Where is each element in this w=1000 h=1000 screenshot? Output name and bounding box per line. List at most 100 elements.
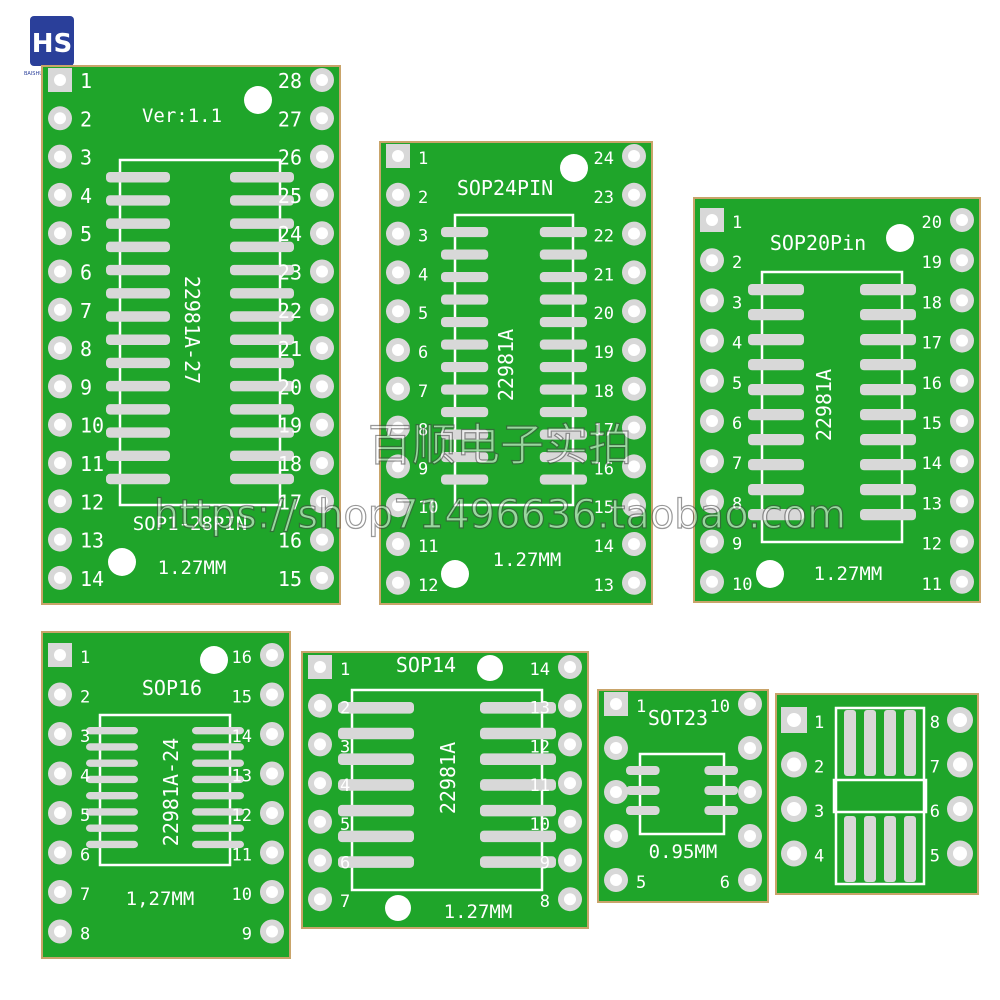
drill-hole — [266, 807, 278, 819]
drill-hole — [956, 294, 968, 307]
board-title: SOP1-28PIN — [133, 513, 247, 535]
drill-hole — [54, 150, 66, 163]
drill-hole — [564, 661, 576, 673]
board-title: SOT23 — [648, 706, 708, 730]
drill-hole — [54, 728, 66, 740]
drill-hole — [54, 925, 66, 938]
smd-pad — [338, 779, 414, 791]
drill-hole — [54, 265, 66, 278]
pin-label-14: 14 — [80, 567, 104, 591]
pin-label-7: 7 — [930, 758, 940, 778]
pin-label-10: 10 — [732, 575, 752, 595]
drill-hole — [628, 227, 640, 240]
pin-label-9: 9 — [418, 459, 428, 479]
smd-pad — [230, 195, 294, 206]
pin-label-1: 1 — [80, 648, 90, 668]
pin-label-12: 12 — [80, 490, 104, 514]
drill-hole — [54, 112, 66, 125]
pin-label-2: 2 — [732, 253, 742, 273]
pin-label-12: 12 — [232, 806, 252, 826]
smd-pad — [86, 759, 138, 767]
pin-label-4: 4 — [732, 334, 742, 354]
drill-hole — [316, 112, 328, 125]
mounting-hole — [886, 224, 914, 252]
smd-pad — [106, 357, 170, 369]
drill-hole — [953, 757, 967, 772]
drill-hole — [316, 418, 328, 431]
smd-pad — [192, 808, 244, 816]
drill-hole — [316, 150, 328, 163]
drill-hole — [316, 495, 328, 508]
pin-label-27: 27 — [278, 107, 302, 131]
drill-hole — [392, 227, 404, 240]
pin-label-4: 4 — [80, 184, 92, 208]
smd-pad — [748, 284, 804, 296]
drill-hole — [266, 886, 278, 898]
pin-label-6: 6 — [80, 261, 92, 285]
drill-hole — [628, 421, 640, 434]
drill-hole — [54, 227, 66, 240]
smd-pad — [860, 359, 916, 371]
drill-hole — [956, 214, 968, 226]
smd-pad — [480, 702, 556, 714]
pin-label-11: 11 — [922, 575, 942, 595]
drill-hole — [392, 576, 404, 589]
smd-pad — [539, 317, 587, 328]
sop24-board-substrate — [379, 141, 653, 605]
drill-hole — [628, 460, 640, 473]
smd-pad — [338, 727, 414, 740]
smd-pad — [860, 509, 916, 521]
smd-pad — [441, 227, 489, 238]
drill-hole — [54, 380, 66, 393]
smd-pad — [441, 407, 489, 418]
smd-pad — [748, 334, 804, 346]
drill-hole — [706, 495, 718, 508]
smd-pad — [441, 317, 489, 328]
smd-pad — [539, 294, 587, 305]
drill-hole — [787, 713, 801, 727]
smd-pad — [86, 792, 138, 800]
smd-pad — [704, 766, 738, 775]
sop20-footprint-outline — [760, 270, 904, 544]
smd-pad — [230, 427, 294, 438]
pin-label-5: 5 — [80, 806, 90, 826]
pin-label-7: 7 — [732, 454, 742, 474]
pin-label-11: 11 — [418, 537, 438, 557]
smd-pad — [480, 856, 556, 868]
pin-label-2: 2 — [814, 758, 824, 778]
mounting-hole — [441, 560, 469, 588]
pin-label-4: 4 — [340, 776, 350, 796]
smd-pad — [230, 334, 294, 345]
pin-label-6: 6 — [418, 343, 428, 363]
pin-label-8: 8 — [80, 337, 92, 361]
pin-label-10: 10 — [232, 885, 252, 905]
pin-label-19: 19 — [594, 343, 614, 363]
smd-pad — [192, 824, 244, 832]
smd-pad — [230, 473, 294, 485]
smd-pad — [86, 727, 138, 735]
drill-hole — [314, 661, 326, 673]
smd-pad — [106, 473, 170, 485]
smd-pad — [338, 856, 414, 868]
pin-label-26: 26 — [278, 146, 302, 170]
drill-hole — [316, 457, 328, 469]
drill-hole — [266, 767, 278, 780]
smd-pad — [884, 710, 896, 776]
pin-label-22: 22 — [594, 227, 614, 247]
smd-pad — [860, 409, 916, 421]
pin-label-25: 25 — [278, 184, 302, 208]
smd-pad — [748, 459, 804, 471]
drill-hole — [392, 188, 404, 201]
sop8-board-substrate — [775, 693, 979, 895]
pin-label-8: 8 — [732, 494, 742, 514]
pitch-label: 1.27MM — [814, 563, 883, 585]
drill-hole — [316, 380, 328, 393]
smd-pad — [860, 384, 916, 396]
smd-pad — [860, 484, 916, 496]
smd-pad — [480, 753, 556, 765]
pin-label-21: 21 — [278, 337, 302, 361]
smd-pad — [864, 816, 876, 882]
smd-pad — [338, 804, 414, 817]
